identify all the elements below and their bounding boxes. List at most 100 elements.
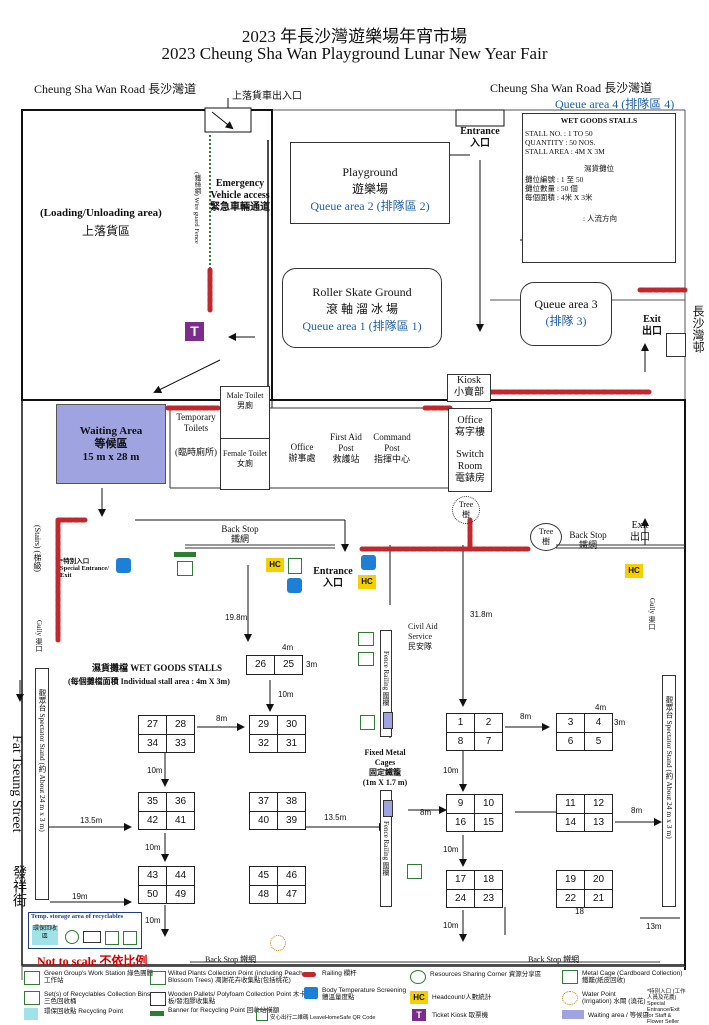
dist-8m-d: 8m (631, 806, 643, 815)
temp-storage-area: Temp. storage area of recyclables 環保回收區 (28, 912, 142, 949)
recyclables-bins-icon (24, 991, 40, 1005)
right-road-label: 長沙灣邨 (691, 305, 705, 353)
dist-13-5-b: 13.5m (324, 813, 347, 822)
dist-3m-a: 3m (306, 660, 318, 669)
recyclables-bins-icon (360, 715, 375, 730)
office-switch-room: Office 寫字樓 Switch Room 電錶房 (448, 408, 492, 492)
wire-fence-label: (鐵絲網) Wire guard Fence (193, 172, 200, 244)
recycling-point-icon: 環保回收區 (32, 925, 58, 945)
green-group-icon (358, 632, 374, 646)
recyclables-bins-icon (407, 864, 422, 879)
first-aid-post: First Aid Post 救護站 (330, 432, 362, 464)
resources-sharing-icon (410, 970, 426, 984)
legend: Green Group's Work Station 綠色團體工作站 Set(s… (22, 966, 686, 1025)
recyclables-bins-icon (177, 561, 193, 576)
loading-gate-label: 上落貨車出入口 (232, 91, 302, 102)
dist-10m-e: 10m (443, 766, 459, 775)
pallets-icon (83, 931, 101, 943)
green-group-icon (24, 971, 40, 985)
thermometer-icon (304, 987, 318, 999)
gully-left: Gully 渠口 (35, 620, 43, 652)
loading-area-label-en: (Loading/Unloading area) (40, 207, 162, 219)
stall-block-29-32: 29 30 32 31 (249, 715, 306, 753)
stall-block-27-34: 27 28 34 33 (138, 715, 195, 753)
dist-13m: 13m (646, 922, 662, 931)
thermometer-icon (116, 558, 131, 573)
water-point-icon (562, 991, 578, 1005)
emergency-access-label: Emergency Vehicle access 緊急車輛通道 (210, 178, 270, 213)
water-point-icon (270, 935, 286, 951)
fence-railing-upper: Fence Railing 圍欄 (380, 630, 392, 737)
stall-block-1-8: 1 2 8 7 (446, 713, 503, 751)
stall-block-3-6: 3 4 6 5 (556, 713, 613, 751)
stall-block-35-42: 35 36 42 41 (138, 792, 195, 830)
female-toilet: Female Toilet 女廁 (220, 438, 270, 490)
wilted-plants-icon (105, 931, 119, 945)
civil-aid-service: Civil Aid Service 民安隊 (408, 622, 438, 651)
dist-10m-d: 10m (145, 916, 161, 925)
tree-2: Tree 樹 (530, 523, 562, 551)
exit-right: Exit 出口 (642, 314, 662, 337)
stall-block-9-16: 9 10 16 15 (446, 794, 503, 832)
queue-area-4: Queue area 4 (排隊區 4) (555, 97, 675, 111)
road-label-top-right: Cheung Sha Wan Road 長沙灣道 (490, 81, 653, 95)
temporary-toilets-zh: (臨時廁所) (175, 447, 217, 457)
resources-sharing-icon (65, 930, 79, 944)
headcount-icon: HC (358, 575, 376, 589)
queue-area-3: Queue area 3 (排隊 3) (520, 282, 612, 346)
thermometer-icon (361, 555, 376, 570)
metal-cage-icon (123, 931, 137, 945)
dist-10m-c: 10m (145, 843, 161, 852)
exit-gate (666, 333, 686, 357)
stall-block-37-40: 37 38 40 39 (249, 792, 306, 830)
headcount-icon: HC (410, 991, 428, 1004)
office-left: Office 辦事處 (288, 442, 316, 463)
command-post: Command Post 指揮中心 (373, 432, 411, 464)
kiosk: Kiosk 小賣部 (447, 374, 491, 402)
dist-10m-a: 10m (278, 690, 294, 699)
pallets-icon (150, 992, 166, 1006)
loading-area-label-zh: 上落貨區 (82, 224, 131, 238)
dist-31-8: 31.8m (470, 610, 493, 619)
metal-cage-upper (383, 712, 393, 729)
metal-cage-icon (562, 970, 578, 984)
male-toilet: Male Toilet 男廁 (220, 386, 270, 440)
fixed-metal-cages-label: Fixed Metal Cages 固定鐵籠 (1m X 1.7 m) (362, 748, 408, 787)
metal-cage-lower (383, 800, 393, 817)
waiting-area-icon (562, 1010, 584, 1019)
back-stop-bottom-right: Back Stop 鐵網 (528, 955, 580, 964)
thermometer-icon (287, 578, 302, 593)
special-entrance-icon: *特別入口 (工作人員及花農) Special Entrance/Exit fo… (647, 989, 686, 1025)
stall-block-25-26: 26 25 (246, 655, 303, 675)
dist-13-5-a: 13.5m (80, 816, 103, 825)
wet-goods-subtitle: (每個攤檔面積 Individual stall area : 4m X 3m) (68, 677, 230, 686)
back-stop-bottom-left: Back Stop 鐵網 (205, 955, 257, 964)
entrance-mid: Entrance 入口 (313, 566, 353, 589)
banner-icon (150, 1011, 164, 1016)
wet-goods-info-box: WET GOODS STALLS STALL NO. : 1 TO 50 QUA… (522, 113, 676, 263)
wilted-plants-icon (288, 558, 302, 574)
dist-19m: 19m (72, 892, 88, 901)
entrance-top: Entrance 入口 (460, 126, 500, 149)
stall-block-19-22: 19 20 22 21 (556, 870, 613, 908)
dist-4m-b: 4m (595, 703, 607, 712)
dist-8m-a: 8m (216, 714, 228, 723)
green-group-icon (358, 652, 374, 666)
fence-railing-lower: Fence Railing 圍欄 (380, 790, 392, 907)
special-entrance-label: *特別入口 Special Entrance/ Exit (60, 558, 109, 579)
banner-icon (174, 552, 196, 557)
dist-10m-b: 10m (147, 766, 163, 775)
dist-8m-c: 8m (420, 808, 432, 817)
gully-right: Gully 渠口 (648, 598, 656, 630)
headcount-icon: HC (625, 564, 643, 578)
title-zh: 2023 年長沙灣遊樂場年宵市場 (241, 27, 468, 46)
playground-area: Playground 遊樂場 Queue area 2 (排隊區 2) (290, 142, 450, 224)
back-stop-left: Back Stop 鐵網 (221, 524, 259, 544)
roller-skate-ground: Roller Skate Ground 滾 軸 溜 冰 場 Queue area… (282, 268, 442, 348)
not-to-scale: Not to scale 不依比例 (37, 954, 148, 968)
qr-code-icon (256, 1009, 268, 1021)
stall-block-45-48: 45 46 48 47 (249, 866, 306, 904)
ticket-kiosk-icon: T (412, 1009, 426, 1021)
headcount-icon: HC (266, 558, 284, 572)
left-road-label-en: Fat Tseung Street (9, 735, 24, 833)
